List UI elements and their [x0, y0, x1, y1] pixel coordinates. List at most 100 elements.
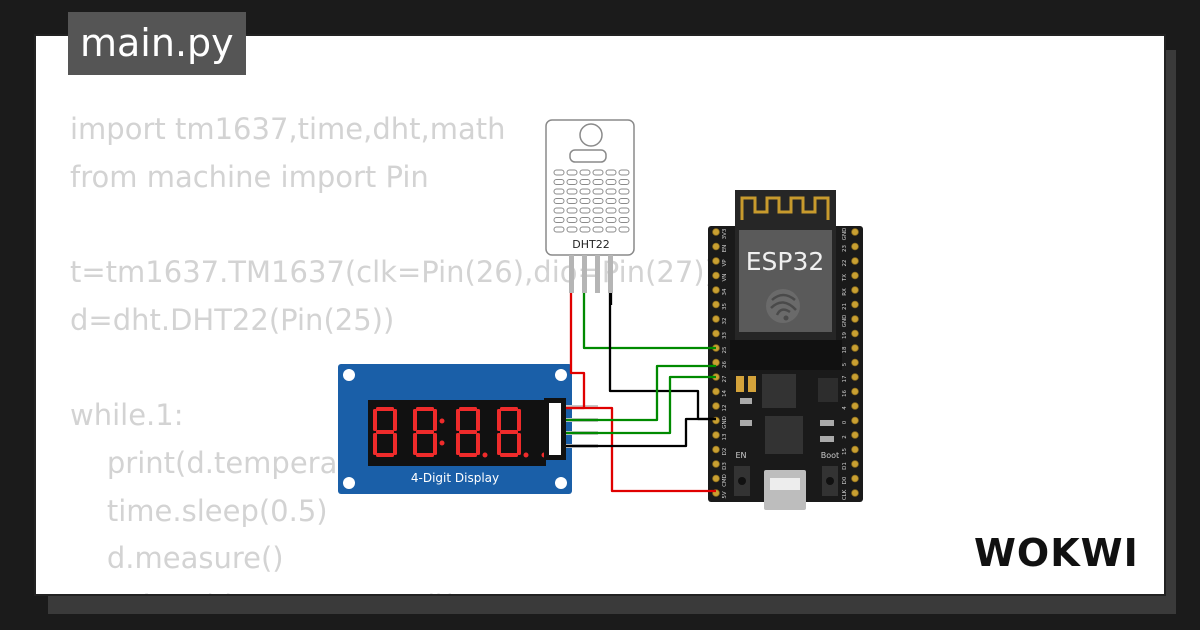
- code-line: d.measure(): [70, 541, 284, 576]
- code-line: t.show(d.temperature()): [70, 583, 716, 594]
- segment: [393, 433, 397, 455]
- pin-label: 4: [842, 406, 848, 410]
- dht22-sensor[interactable]: DHT22: [545, 119, 635, 293]
- esp32-label: ESP32: [746, 247, 825, 276]
- pin-label: 12: [722, 405, 728, 412]
- pin-pad[interactable]: [712, 242, 720, 251]
- pin-pad[interactable]: [712, 329, 720, 338]
- pin-pad[interactable]: [851, 315, 859, 323]
- wires: [566, 293, 716, 493]
- pin-label: 27: [722, 375, 728, 382]
- pin-label: 2: [842, 435, 848, 439]
- pin-pad[interactable]: [712, 286, 720, 294]
- pin-label: 32: [722, 318, 728, 325]
- pin-pad[interactable]: [851, 358, 859, 367]
- segment: [393, 409, 397, 431]
- segment: [376, 407, 394, 411]
- pin-label: RX: [842, 288, 848, 296]
- segment: [500, 407, 518, 411]
- pin-pad[interactable]: [712, 300, 720, 309]
- segment: [373, 433, 377, 455]
- pin-label: 25: [722, 346, 728, 353]
- segment: [456, 433, 460, 455]
- segment: [373, 409, 377, 431]
- pin-pad[interactable]: [712, 474, 720, 483]
- segment: [413, 409, 417, 431]
- pin-label: 19: [842, 332, 848, 339]
- segment: [433, 409, 437, 431]
- pin-label: 35: [722, 303, 728, 310]
- pin-pad[interactable]: [851, 228, 859, 236]
- pin-label: VP: [722, 259, 728, 267]
- segment: [376, 453, 394, 457]
- pin-pad[interactable]: [851, 329, 859, 338]
- tm1637-display[interactable]: 4-Digit Display: [338, 364, 598, 494]
- code-line: time.sleep(0.5): [70, 493, 328, 528]
- decimal-dot: [523, 452, 529, 458]
- segment: [413, 433, 417, 455]
- pin-pad[interactable]: [712, 315, 720, 323]
- pin-label: VN: [722, 274, 728, 282]
- pin-label: 3V3: [722, 228, 728, 239]
- pin-pad[interactable]: [712, 402, 720, 410]
- pin-pad[interactable]: [851, 300, 859, 309]
- pin-label: GND: [842, 228, 848, 241]
- pin-label: D2: [722, 448, 728, 456]
- segment: [459, 430, 477, 434]
- segment: [517, 409, 521, 431]
- pin-pad[interactable]: [851, 286, 859, 294]
- wokwi-logo-text: WOKWI: [974, 531, 1139, 575]
- pin-pad[interactable]: [851, 402, 859, 410]
- segment: [459, 453, 477, 457]
- code-preview: import tm1637,time,dht,math from machine …: [70, 106, 716, 594]
- file-tab[interactable]: main.py: [68, 12, 246, 75]
- pin-pad[interactable]: [851, 257, 859, 265]
- esp32-board[interactable]: ESP32 EN Boot 3V3ENVPVN34353233252627141…: [708, 190, 863, 510]
- pin-label: CMD: [722, 474, 728, 487]
- display-label: 4-Digit Display: [411, 471, 499, 485]
- pin-label: 23: [842, 245, 848, 252]
- pin-pad[interactable]: [851, 373, 859, 381]
- pin-label: D0: [842, 476, 848, 484]
- pin-pad[interactable]: [851, 242, 859, 251]
- pin-label: 18: [842, 346, 848, 353]
- pin-pad[interactable]: [851, 271, 859, 280]
- segment: [459, 407, 477, 411]
- pin-pad[interactable]: [851, 344, 859, 352]
- pin-pad[interactable]: [712, 460, 720, 468]
- pin-pad[interactable]: [851, 387, 859, 396]
- pin-pad[interactable]: [712, 257, 720, 265]
- pin-label: 15: [842, 448, 848, 455]
- boot-button-label: Boot: [821, 451, 839, 460]
- segment: [416, 453, 434, 457]
- pin-pad[interactable]: [712, 271, 720, 280]
- pin-label: D3: [722, 462, 728, 470]
- pin-pad[interactable]: [851, 460, 859, 468]
- segment: [497, 409, 501, 431]
- pin-pad[interactable]: [712, 228, 720, 236]
- wokwi-logo: WOKWI: [974, 531, 1139, 575]
- colon-dot: [439, 440, 445, 446]
- pin-label: 14: [722, 390, 728, 397]
- code-line: while.1:: [70, 398, 184, 433]
- pin-pad[interactable]: [851, 445, 859, 454]
- pin-pad[interactable]: [712, 387, 720, 396]
- segment: [500, 430, 518, 434]
- pin-pad[interactable]: [851, 489, 859, 497]
- pin-pad[interactable]: [712, 445, 720, 454]
- pin-pad[interactable]: [851, 474, 859, 483]
- pin-label: 5: [842, 362, 848, 366]
- en-button-label: EN: [735, 451, 746, 460]
- pin-pad[interactable]: [712, 431, 720, 439]
- pin-label: 21: [842, 303, 848, 310]
- pin-pad[interactable]: [851, 416, 859, 425]
- code-line: from machine import Pin: [70, 159, 429, 194]
- colon-dot: [439, 418, 445, 424]
- dht22-label: DHT22: [572, 238, 609, 251]
- pin-label: GND: [722, 416, 728, 429]
- pin-pad[interactable]: [851, 431, 859, 439]
- segment: [500, 453, 518, 457]
- code-line: import tm1637,time,dht,math: [70, 112, 506, 146]
- pin-label: 33: [722, 332, 728, 339]
